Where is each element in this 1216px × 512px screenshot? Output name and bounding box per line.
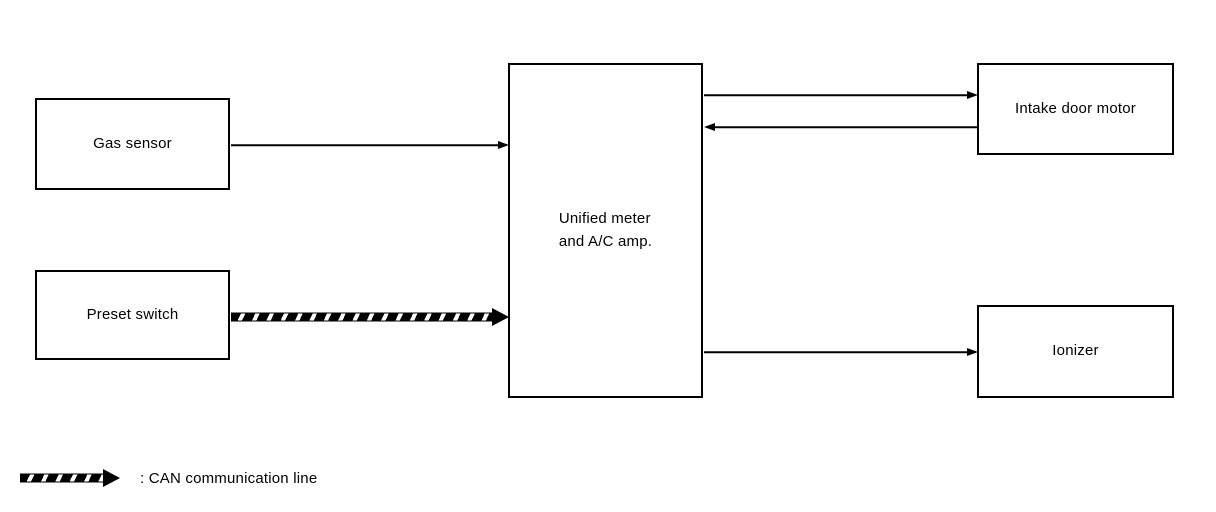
arrow-intake-door-motor-to-amp [704,120,978,134]
arrow-gas-sensor-to-amp [231,138,509,152]
arrow-amp-to-ionizer [704,345,978,359]
legend: : CAN communication line [20,468,317,488]
arrowhead-right-icon [967,348,978,356]
arrow-amp-to-intake-door-motor [704,88,978,102]
arrow-shaft [231,144,499,146]
arrowhead-right-icon [967,91,978,99]
arrow-shaft [704,351,968,353]
arrow-shaft [704,94,968,96]
can-arrow-preset-switch-to-amp [231,307,509,327]
ionizer-box: Ionizer [977,305,1174,398]
arrowhead-left-icon [704,123,715,131]
preset-switch-label: Preset switch [86,305,179,323]
legend-can-arrow-icon [20,468,120,488]
gas-sensor-box: Gas sensor [35,98,230,190]
ionizer-label: Ionizer [1052,342,1099,360]
arrowhead-right-icon [498,141,509,149]
intake-door-motor-box: Intake door motor [977,63,1174,155]
unified-meter-amp-box: Unified meter and A/C amp. [508,63,703,398]
preset-switch-box: Preset switch [35,270,230,360]
legend-can-arrow-shaft [20,473,105,483]
legend-label: : CAN communication line [140,469,318,487]
intake-door-motor-label: Intake door motor [1015,99,1136,117]
unified-meter-amp-label: Unified meter and A/C amp. [558,210,653,250]
can-arrowhead-icon [492,308,509,326]
legend-can-arrowhead-icon [103,469,120,487]
arrow-shaft [714,126,978,128]
can-arrow-shaft [231,312,494,322]
gas-sensor-label: Gas sensor [93,134,172,152]
